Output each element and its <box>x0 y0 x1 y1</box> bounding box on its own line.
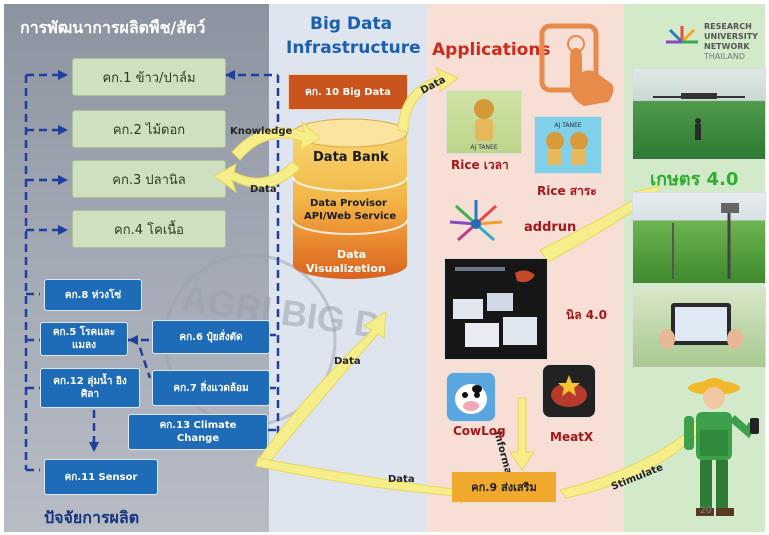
kaset-label: เกษตร 4.0 <box>650 169 739 190</box>
agri-watermark: AGRI BIG DATA <box>163 253 380 427</box>
left-title: การพัฒนาการผลิตพืช/สัตว์ <box>20 18 206 37</box>
nin-label: นิล 4.0 <box>566 308 607 322</box>
flow-label-data-mid: Data <box>334 356 361 367</box>
rice-sara-label: Rice สาระ <box>537 184 597 198</box>
page-mark: 20 <box>700 506 712 516</box>
factor-box-6: คก.6 ปุ๋ยสั่งตัด <box>152 320 270 354</box>
rice-time-label: Rice เวลา <box>451 158 509 172</box>
drone-field-photo <box>632 68 766 160</box>
logo-line-4: THAILAND <box>704 52 745 61</box>
apps-title: Applications <box>432 40 551 60</box>
svg-text:AJ TANEE: AJ TANEE <box>470 144 497 151</box>
provisor-label-1: Data Provisor <box>310 198 387 209</box>
nin-app-image <box>444 258 548 360</box>
logo-line-1: RESEARCH <box>704 22 752 31</box>
tablet-field-photo <box>632 288 766 368</box>
sensor-field-photo <box>632 192 766 284</box>
addrun-logo <box>449 200 503 242</box>
factor-box-11: คก.11 Sensor <box>44 459 158 495</box>
meatx-icon <box>542 364 596 418</box>
project9-box: คก.9 ส่งเสริม <box>452 472 556 502</box>
data-bank-cylinder <box>292 118 408 279</box>
touch-hand-icon <box>539 23 614 106</box>
left-connectors <box>24 70 280 472</box>
factor-box-8: คก.8 ห่วงโซ่ <box>44 279 142 311</box>
cowlog-icon <box>446 372 496 422</box>
meatx-label: MeatX <box>550 430 594 444</box>
project10-box: คก. 10 Big Data <box>288 74 408 110</box>
bigdata-title-2: Infrastructure <box>286 38 421 58</box>
provisor-label-2: API/Web Service <box>304 211 397 222</box>
viz-label-2: Visualizetion <box>306 262 386 275</box>
crop-box-3: คก.3 ปลานิล <box>72 160 226 198</box>
rice-time-image: AJ TANEE <box>446 90 522 154</box>
crop-box-1: คก.1 ข้าว/ปาล์ม <box>72 58 226 96</box>
flow-label-knowledge: Knowledge <box>230 126 293 137</box>
logo-line-3: NETWORK <box>704 42 750 51</box>
data-bank-label: Data Bank <box>313 150 389 165</box>
flow-label-data-left: Data <box>250 184 277 195</box>
research-network-logo <box>666 26 698 44</box>
factor-box-13: คก.13 Climate Change <box>128 414 268 450</box>
flow-label-data-bottom: Data <box>388 474 415 485</box>
left-footer: ปัจจัยการผลิต <box>44 508 140 527</box>
rice-sara-image: AJ TANEE <box>534 116 602 174</box>
svg-text:AJ TANEE: AJ TANEE <box>554 122 581 129</box>
farmer-figure <box>684 378 759 516</box>
addrun-label: addrun <box>524 220 577 235</box>
bigdata-title-1: Big Data <box>310 14 393 34</box>
crop-box-4: คก.4 โคเนื้อ <box>72 210 226 248</box>
factor-box-7: คก.7 สิ่งแวดล้อม <box>152 370 270 406</box>
factor-box-5: คก.5 โรคและ แมลง <box>40 322 128 356</box>
viz-label-1: Data <box>337 248 367 261</box>
factor-box-12: คก.12 ลุ่มน้ำ อิงศิลา <box>40 368 140 408</box>
cowlog-label: CowLog <box>453 424 506 438</box>
crop-box-2: คก.2 ไม้ดอก <box>72 110 226 148</box>
logo-line-2: UNIVERSITY <box>704 32 758 41</box>
